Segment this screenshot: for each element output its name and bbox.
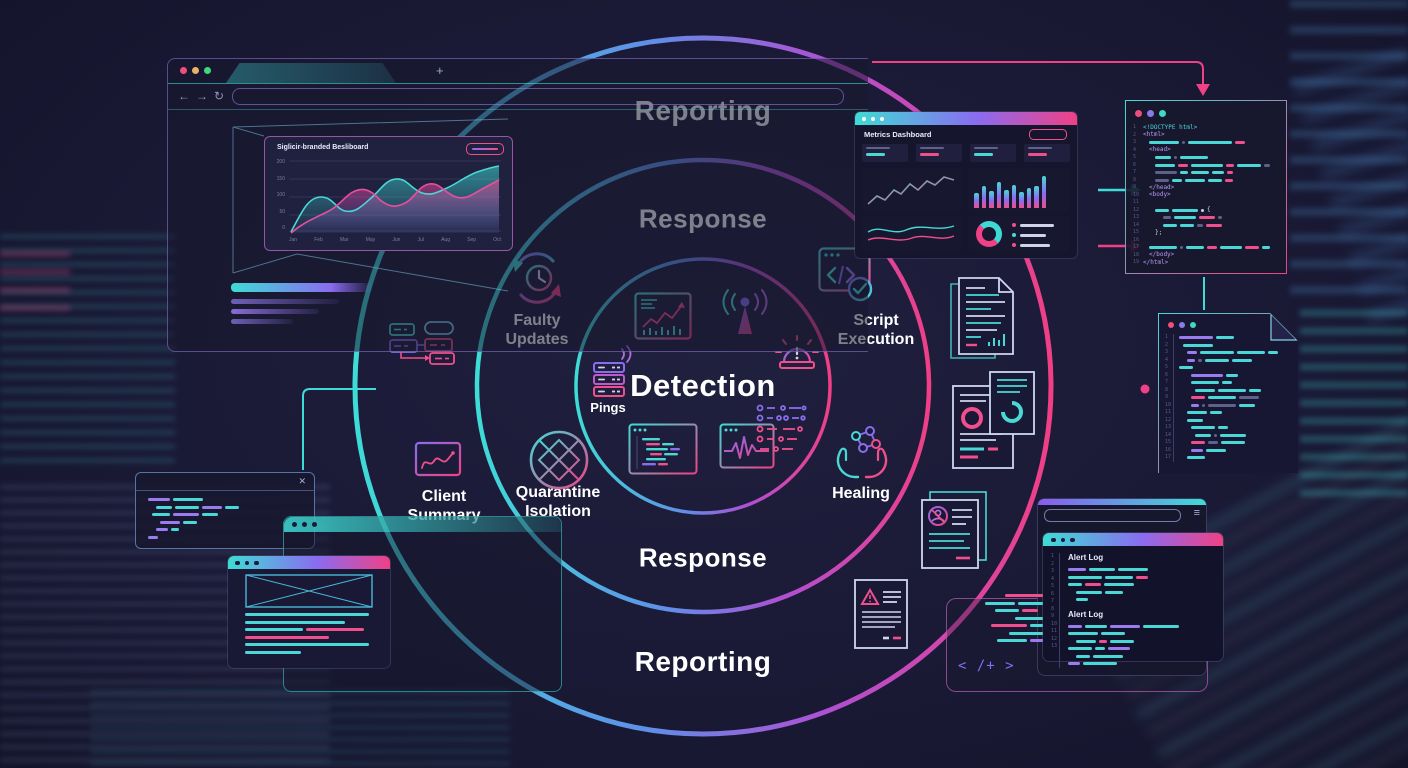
label-healing: Healing bbox=[832, 485, 890, 502]
traffic-dot-max[interactable] bbox=[204, 67, 211, 74]
donut bbox=[976, 221, 1002, 247]
terminal-close-button[interactable]: ✕ bbox=[298, 476, 306, 486]
dashboard-panel-title: Siglicir-branded Besliboard bbox=[277, 144, 369, 151]
label-reporting-bottom: Reporting bbox=[634, 646, 772, 677]
report-doc-icon bbox=[950, 277, 1014, 359]
user-quarantine-docs-icon bbox=[921, 491, 987, 569]
wireframe-window-dots bbox=[235, 560, 259, 565]
donut-report-docs-icon bbox=[952, 371, 1035, 469]
perspective-wires bbox=[232, 118, 509, 292]
pings-server-icon bbox=[593, 345, 632, 397]
terminal-code bbox=[148, 496, 314, 541]
hero-bar bbox=[231, 283, 373, 292]
alert-log-heading-1: Alert Log bbox=[1068, 553, 1104, 562]
url-bar[interactable] bbox=[232, 88, 844, 105]
traffic-dot-close[interactable] bbox=[180, 67, 187, 74]
reload-icon[interactable]: ↻ bbox=[214, 89, 225, 103]
label-response-bottom: Response bbox=[638, 542, 768, 573]
text-bar bbox=[231, 309, 319, 314]
metrics-stat-cards bbox=[862, 144, 1070, 162]
legend-row bbox=[1012, 223, 1054, 227]
editor-dots bbox=[1135, 110, 1286, 117]
stat-card bbox=[970, 144, 1016, 162]
hamburger-icon[interactable]: ≡ bbox=[1193, 507, 1200, 519]
code-brackets-glyph: < /+ > bbox=[958, 658, 1015, 674]
metrics-title: Metrics Dashboard bbox=[864, 130, 932, 139]
code-file-dots bbox=[1168, 322, 1298, 328]
legend-row bbox=[1012, 233, 1054, 237]
metrics-donut-chart bbox=[968, 216, 1070, 252]
code-window-icon bbox=[628, 423, 698, 475]
alert-window-dots bbox=[1051, 537, 1075, 542]
text-bar bbox=[231, 299, 339, 304]
back-icon[interactable]: ← bbox=[178, 89, 190, 103]
frame-url-pill[interactable] bbox=[1044, 509, 1181, 522]
forward-icon[interactable]: → bbox=[196, 89, 208, 103]
client-summary-icon bbox=[414, 441, 462, 487]
quarantine-isolation-icon bbox=[529, 430, 589, 490]
toggle-list-icon bbox=[756, 404, 807, 452]
stat-card bbox=[1024, 144, 1070, 162]
dog-ear-fold bbox=[1270, 313, 1298, 341]
warning-doc-icon bbox=[854, 579, 908, 649]
waveform-window-icon bbox=[719, 423, 775, 469]
browser-tab[interactable] bbox=[226, 63, 396, 83]
healing-icon bbox=[836, 426, 888, 479]
wireframe-text-lines bbox=[245, 611, 390, 656]
text-bar bbox=[231, 319, 293, 324]
traffic-lights bbox=[180, 67, 211, 74]
label-detection: Detection bbox=[630, 368, 776, 403]
label-pings: Pings bbox=[590, 400, 626, 415]
dashboard-panel-pill-button[interactable] bbox=[466, 143, 504, 155]
image-placeholder bbox=[245, 574, 373, 608]
alert-log-heading-2: Alert Log bbox=[1068, 609, 1104, 619]
metrics-window-dots bbox=[862, 116, 884, 121]
dashboard-area-chart bbox=[289, 160, 501, 234]
legend-row bbox=[1012, 243, 1054, 247]
stat-card bbox=[916, 144, 962, 162]
metrics-line-chart bbox=[862, 168, 962, 212]
metrics-dashboard-window: Metrics Dashboard bbox=[855, 112, 1077, 258]
metrics-bar-chart bbox=[968, 168, 1070, 212]
editor-code: <!DOCTYPE html><html><head></head><body>… bbox=[1143, 124, 1286, 267]
background-window-dots bbox=[292, 522, 317, 527]
metrics-wave-chart bbox=[862, 216, 962, 252]
stat-card bbox=[862, 144, 908, 162]
traffic-dot-min[interactable] bbox=[192, 67, 199, 74]
alert-log-section-2 bbox=[1068, 623, 1223, 668]
new-tab-button[interactable]: + bbox=[436, 63, 444, 78]
code-file-code bbox=[1179, 334, 1298, 462]
alert-log-section-1 bbox=[1068, 566, 1223, 604]
metrics-pill-button[interactable] bbox=[1029, 129, 1067, 140]
wireframe-window bbox=[228, 556, 390, 668]
